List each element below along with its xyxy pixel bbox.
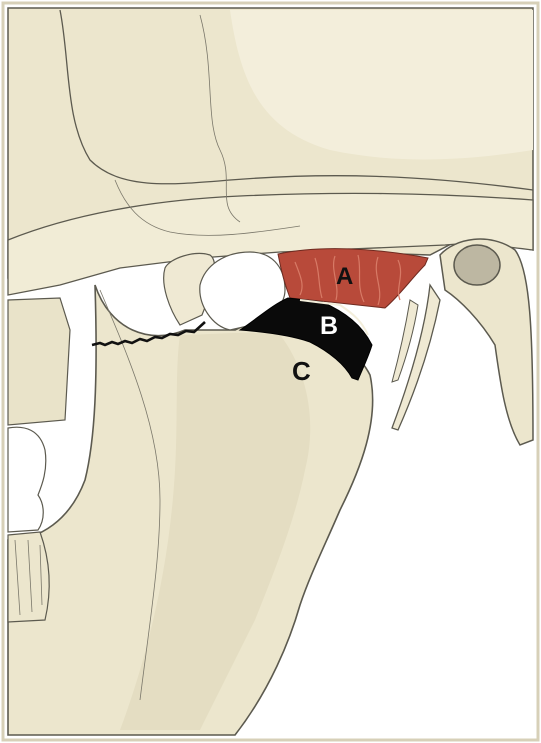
- label-b: B: [320, 312, 338, 340]
- upper-teeth: [8, 298, 70, 425]
- ear-canal: [454, 245, 500, 285]
- teeth-crowns: [8, 427, 46, 532]
- label-a: A: [336, 263, 353, 290]
- label-c: C: [292, 356, 311, 386]
